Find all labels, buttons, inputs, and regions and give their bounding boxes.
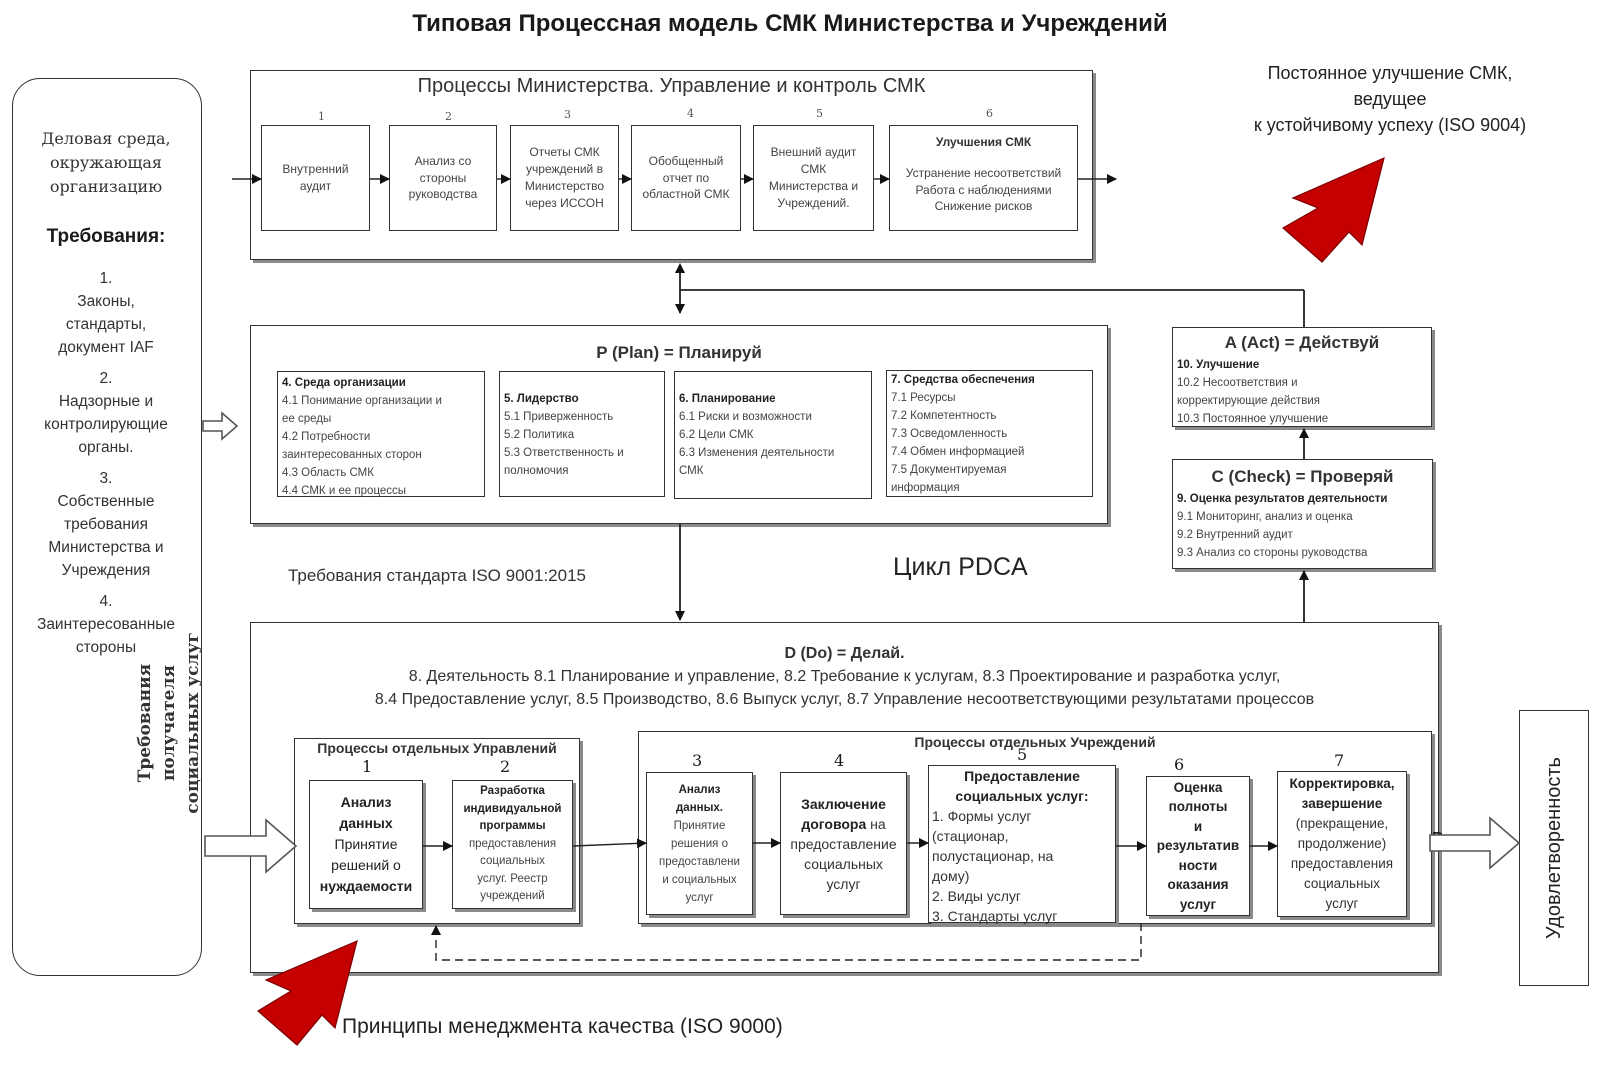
step-number: 5 (1017, 745, 1028, 764)
step-number: 1 (362, 757, 373, 776)
check-box: C (Check) = Проверяй 9. Оценка результат… (1172, 459, 1433, 569)
step-number: 6 (1174, 755, 1185, 774)
do-step-correction: Корректировка,завершение (прекращение,пр… (1277, 771, 1407, 917)
pdca-label: Цикл PDCA (893, 553, 1028, 581)
quality-principles-label: Принципы менеджмента качества (ISO 9000) (342, 1015, 783, 1038)
business-environment-panel: Деловая среда, окружающая организацию Тр… (12, 78, 202, 976)
plan-title: P (Plan) = Планируй (596, 343, 762, 362)
do-title: D (Do) = Делай. (784, 645, 905, 662)
satisfaction-label: Удовлетворенность (1543, 757, 1565, 939)
requirement-3: 3. Собственные требования Министерства и… (48, 470, 164, 579)
input-label: Вход (222, 835, 262, 852)
satisfaction-box (1519, 710, 1589, 986)
requirements-heading: Требования: (46, 226, 166, 247)
act-title: A (Act) = Действуй (1224, 333, 1380, 352)
step-number: 6 (986, 107, 993, 120)
step-number: 2 (500, 757, 511, 776)
output-label: Выход (1432, 830, 1486, 847)
ministry-processes-title: Процессы Министерства. Управление и конт… (417, 75, 926, 97)
continuous-improvement-text: Постоянное улучшение СМК, ведущее к усто… (1253, 63, 1527, 135)
step-number: 1 (318, 110, 325, 123)
step-number: 5 (816, 107, 823, 120)
iso9001-label: Требования стандарта ISO 9001:2015 (288, 566, 586, 585)
plan-col-context: 4. Среда организации 4.1 Понимание орган… (277, 371, 485, 497)
do-step-service-provision: Предоставление социальных услуг: 1. Форм… (928, 765, 1116, 924)
step-number: 7 (1334, 751, 1345, 770)
requirement-1: 1. Законы, стандарты, документ IAF (58, 270, 154, 356)
step-number: 4 (687, 107, 694, 120)
check-title: C (Check) = Проверяй (1211, 467, 1394, 486)
departments-group-title: Процессы отдельных Управлений (317, 740, 557, 756)
act-box: A (Act) = Действуй 10. Улучшение 10.2 Не… (1172, 327, 1432, 427)
recipient-requirements-vertical: Требования получателя социальных услуг (135, 632, 203, 814)
do-activity-line-2: 8.4 Предоставление услуг, 8.5 Производст… (374, 691, 1315, 708)
requirements-list: 1. Законы, стандарты, документ IAF 2. На… (13, 267, 199, 659)
page-title: Типовая Процессная модель СМК Министерст… (412, 10, 1168, 37)
requirement-2: 2. Надзорные и контролирующие органы. (44, 370, 168, 456)
step-number: 2 (445, 110, 452, 123)
requirement-4: 4. Заинтересованные стороны (36, 593, 176, 656)
step-number: 3 (564, 108, 571, 121)
environment-intro: Деловая среда, окружающая организацию (41, 129, 171, 196)
step-number: 3 (692, 751, 703, 770)
do-activity-line-1: 8. Деятельность 8.1 Планирование и управ… (408, 668, 1281, 685)
step-number: 4 (834, 751, 845, 770)
institutions-group-title: Процессы отдельных Учреждений (914, 734, 1156, 750)
